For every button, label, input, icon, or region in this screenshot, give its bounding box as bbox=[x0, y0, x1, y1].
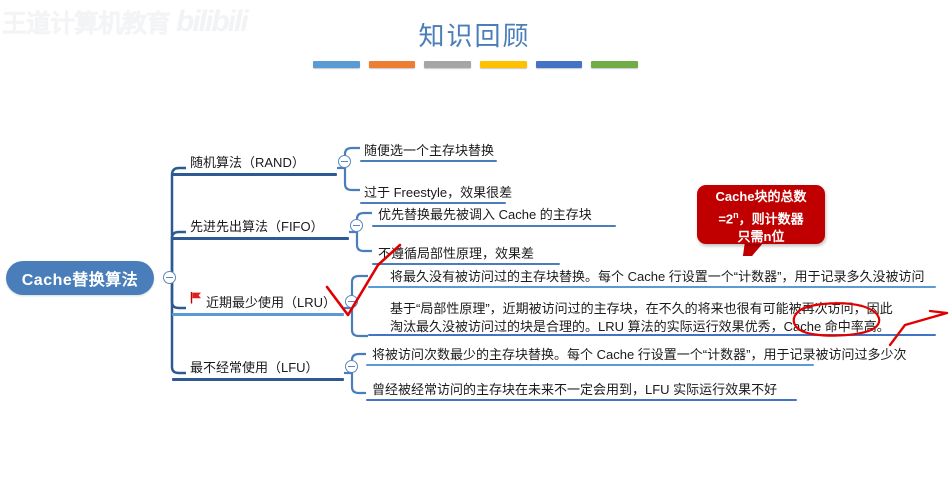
collapse-toggle-rand[interactable] bbox=[338, 155, 351, 168]
leaf-underline-fifo-2 bbox=[372, 263, 560, 265]
collapse-toggle-root[interactable] bbox=[163, 271, 176, 284]
leaf-label-lru-2a[interactable]: 基于“局部性原理”，近期被访问过的主存块，在不久的将来也很有可能被再次访问，因此 bbox=[390, 301, 893, 316]
leaf-label-fifo-2[interactable]: 不遵循局部性原理，效果差 bbox=[378, 246, 535, 261]
leaf-label-lfu-2[interactable]: 曾经被经常访问的主存块在未来不一定会用到，LFU 实际运行效果不好 bbox=[372, 382, 778, 397]
leaf-label-lfu-1[interactable]: 将被访问次数最少的主存块替换。每个 Cache 行设置一个“计数器”，用于记录被… bbox=[372, 347, 907, 362]
leaf-underline-rand-2 bbox=[360, 202, 506, 204]
leaf-label-fifo-1[interactable]: 优先替换最先被调入 Cache 的主存块 bbox=[378, 207, 592, 222]
leaf-underline-lfu-2 bbox=[366, 399, 797, 401]
branch-label-lru[interactable]: 近期最少使用（LRU） bbox=[206, 295, 337, 310]
title-bar-2 bbox=[368, 61, 416, 68]
callout-line-1: Cache块的总数 bbox=[715, 189, 807, 204]
title-bar-1 bbox=[313, 61, 360, 68]
leaf-label-rand-1[interactable]: 随便选一个主存块替换 bbox=[364, 143, 495, 158]
collapse-toggle-lfu[interactable] bbox=[345, 360, 358, 373]
title-bar-6 bbox=[591, 61, 639, 68]
callout-line-3: 只需n位 bbox=[737, 229, 785, 245]
collapse-toggle-fifo[interactable] bbox=[350, 219, 363, 232]
callout-box: Cache块的总数 =2n，则计数器 只需n位 bbox=[697, 185, 825, 244]
title-bar-4 bbox=[480, 61, 527, 68]
title-bar-5 bbox=[535, 61, 583, 68]
leaf-underline-rand-1 bbox=[360, 160, 497, 162]
branch-underline-fifo bbox=[172, 237, 349, 240]
title-bar-3 bbox=[424, 61, 472, 68]
branch-underline-rand bbox=[172, 173, 337, 176]
branch-underline-lfu bbox=[172, 378, 344, 381]
collapse-toggle-lru[interactable] bbox=[345, 295, 358, 308]
leaf-underline-lru-1 bbox=[368, 286, 936, 288]
page-title: 知识回顾 bbox=[418, 22, 531, 52]
leaf-underline-fifo-1 bbox=[372, 225, 616, 227]
branch-label-lfu[interactable]: 最不经常使用（LFU） bbox=[190, 360, 319, 375]
title-decoration-bars bbox=[313, 61, 639, 68]
leaf-underline-lru-2 bbox=[368, 334, 936, 336]
red-flag-icon bbox=[190, 292, 201, 304]
leaf-label-lru-2b[interactable]: 淘汰最久没被访问过的块是合理的。LRU 算法的实际运行效果优秀，Cache 命中… bbox=[390, 319, 890, 334]
branch-label-rand[interactable]: 随机算法（RAND） bbox=[190, 155, 305, 170]
leaf-label-rand-2[interactable]: 过于 Freestyle，效果很差 bbox=[364, 185, 513, 200]
branch-underline-lru bbox=[172, 313, 344, 316]
leaf-label-lru-1[interactable]: 将最久没有被访问过的主存块替换。每个 Cache 行设置一个“计数器”，用于记录… bbox=[390, 269, 925, 284]
callout-line-2: =2n，则计数器 bbox=[718, 210, 804, 227]
mindmap-root-node[interactable]: Cache替换算法 bbox=[6, 261, 154, 295]
leaf-underline-lfu-1 bbox=[366, 364, 814, 366]
branch-label-fifo[interactable]: 先进先出算法（FIFO） bbox=[190, 219, 324, 234]
